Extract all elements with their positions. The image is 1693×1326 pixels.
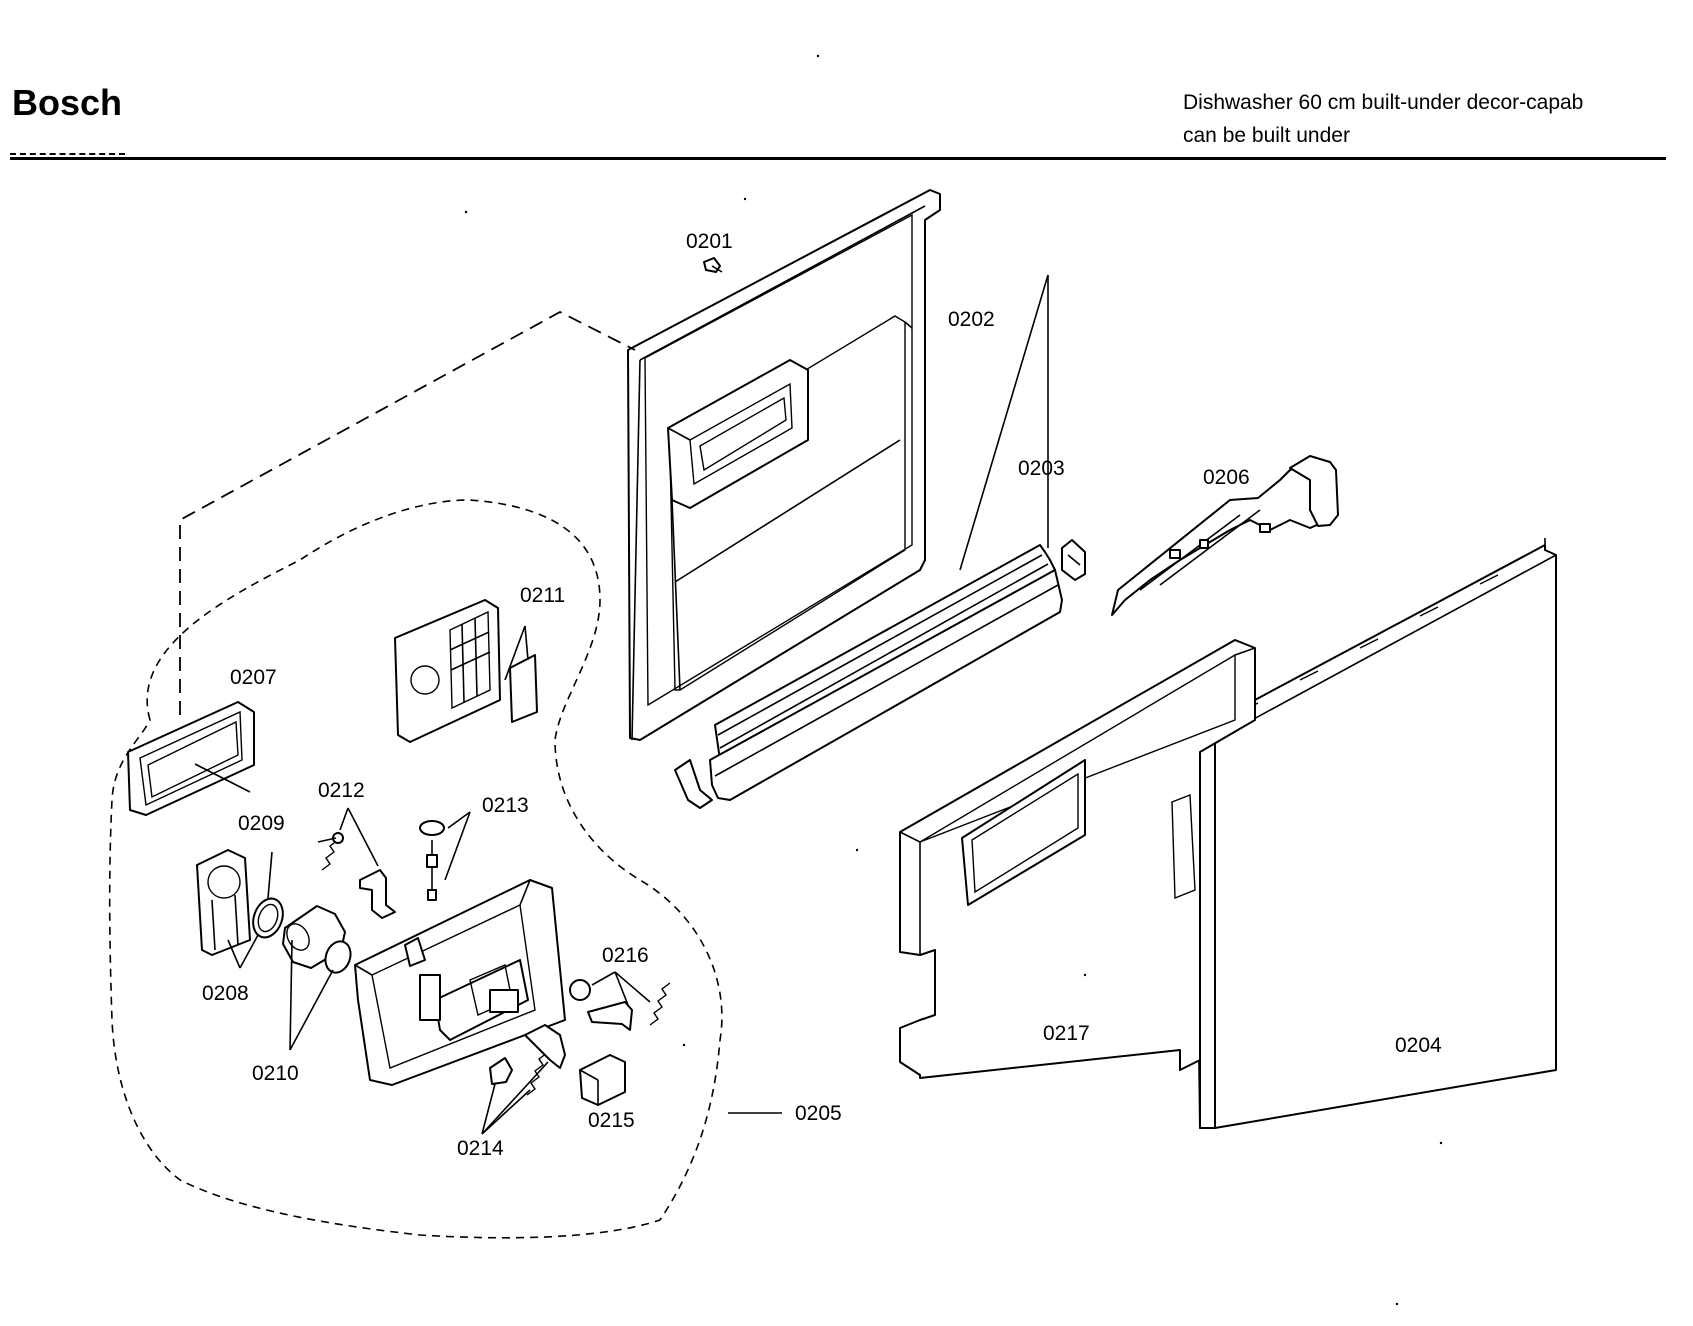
part-0205-dispenser-housing[interactable] <box>354 879 566 1086</box>
label-0203: 0203 <box>1018 457 1065 480</box>
label-0206: 0206 <box>1203 466 1250 489</box>
leader-lines <box>194 274 1049 1135</box>
part-number-labels: 0201 0202 0203 0204 0205 0206 0207 0208 … <box>202 230 1442 1160</box>
part-0202-inner-door[interactable] <box>627 189 941 741</box>
part-0213-pin[interactable] <box>419 820 445 901</box>
model-description: Dishwasher 60 cm built-under decor-capab… <box>1183 86 1683 152</box>
part-0217-door-frame[interactable] <box>899 639 1256 1079</box>
label-0217: 0217 <box>1043 1022 1090 1045</box>
label-0211: 0211 <box>520 584 565 607</box>
part-0210-nozzle[interactable] <box>282 905 354 976</box>
header-rule-dashed <box>10 153 125 157</box>
label-0216: 0216 <box>602 944 649 967</box>
label-0212: 0212 <box>318 779 365 802</box>
label-0209: 0209 <box>238 812 285 835</box>
part-0208-dispenser-cover[interactable] <box>196 849 251 956</box>
label-0201: 0201 <box>686 230 733 253</box>
part-0207-gasket-frame[interactable] <box>127 701 255 816</box>
part-0205-control-assembly-outline <box>108 310 723 1239</box>
part-0201-screw[interactable] <box>703 257 723 273</box>
part-0203-trim-strip[interactable] <box>674 539 1086 809</box>
label-0213: 0213 <box>482 794 529 817</box>
header-rule <box>10 157 1666 160</box>
label-0207: 0207 <box>230 666 277 689</box>
model-description-line-2: can be built under <box>1183 124 1350 147</box>
part-0215-switch[interactable] <box>579 1054 626 1106</box>
label-0204: 0204 <box>1395 1034 1442 1057</box>
label-0215: 0215 <box>588 1109 635 1132</box>
part-0206-hinge-bracket[interactable] <box>1111 455 1339 616</box>
part-0204-decor-panel[interactable] <box>1194 538 1557 1129</box>
brand-logo-text: Bosch <box>12 82 123 123</box>
part-0216-cam-spring[interactable] <box>569 979 671 1031</box>
label-0202: 0202 <box>948 308 995 331</box>
scan-specks <box>464 54 1443 1306</box>
part-0209-ring[interactable] <box>248 894 288 941</box>
label-0214: 0214 <box>457 1137 504 1160</box>
part-0212-spring-lever[interactable] <box>321 832 396 919</box>
part-0211-grid-panel[interactable] <box>394 599 538 743</box>
label-0208: 0208 <box>202 982 249 1005</box>
label-0210: 0210 <box>252 1062 299 1085</box>
label-0205: 0205 <box>795 1102 842 1125</box>
model-description-line-1: Dishwasher 60 cm built-under decor-capab <box>1183 91 1584 114</box>
